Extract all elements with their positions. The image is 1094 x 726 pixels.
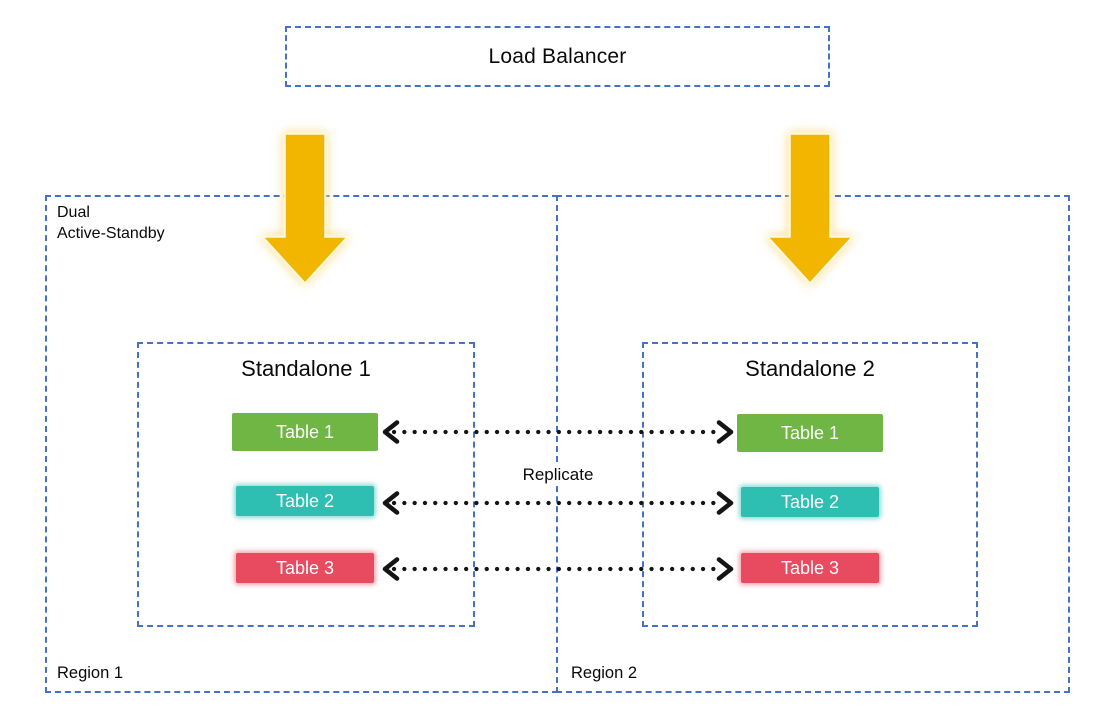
down-arrow-shape (261, 133, 349, 285)
down-arrow-icon (766, 133, 854, 285)
arrowhead-left-icon (382, 557, 400, 581)
replication-arrow (382, 491, 734, 515)
arrowhead-left-icon (382, 491, 400, 515)
load-balancer-label: Load Balancer (488, 44, 627, 68)
down-arrow-shape (766, 133, 854, 285)
standalone-2-title: Standalone 2 (745, 356, 875, 381)
arrowhead-right-icon (716, 557, 734, 581)
mode-label: Dual Active-Standby (57, 202, 165, 244)
standalone-2-box: Standalone 2 (642, 342, 978, 627)
down-arrow-icon (261, 133, 349, 285)
replicate-label: Replicate (519, 465, 597, 485)
arrowhead-right-icon (716, 420, 734, 444)
table-chip: Table 3 (741, 553, 879, 583)
load-balancer-box: Load Balancer (285, 26, 830, 87)
region-1-label: Region 1 (57, 664, 124, 682)
standalone-1-title: Standalone 1 (241, 356, 371, 381)
table-chip: Table 1 (232, 413, 378, 451)
arrowhead-right-icon (716, 491, 734, 515)
replication-arrow (382, 420, 734, 444)
mode-label-line1: Dual (57, 204, 90, 221)
standalone-1-box: Standalone 1 (137, 342, 475, 627)
region-2-label: Region 2 (571, 664, 638, 682)
table-chip: Table 2 (741, 487, 879, 517)
mode-label-line2: Active-Standby (57, 225, 165, 242)
replication-arrow (382, 557, 734, 581)
table-chip: Table 3 (236, 553, 374, 583)
table-chip: Table 2 (236, 486, 374, 516)
table-chip: Table 1 (737, 414, 883, 452)
arrowhead-left-icon (382, 420, 400, 444)
